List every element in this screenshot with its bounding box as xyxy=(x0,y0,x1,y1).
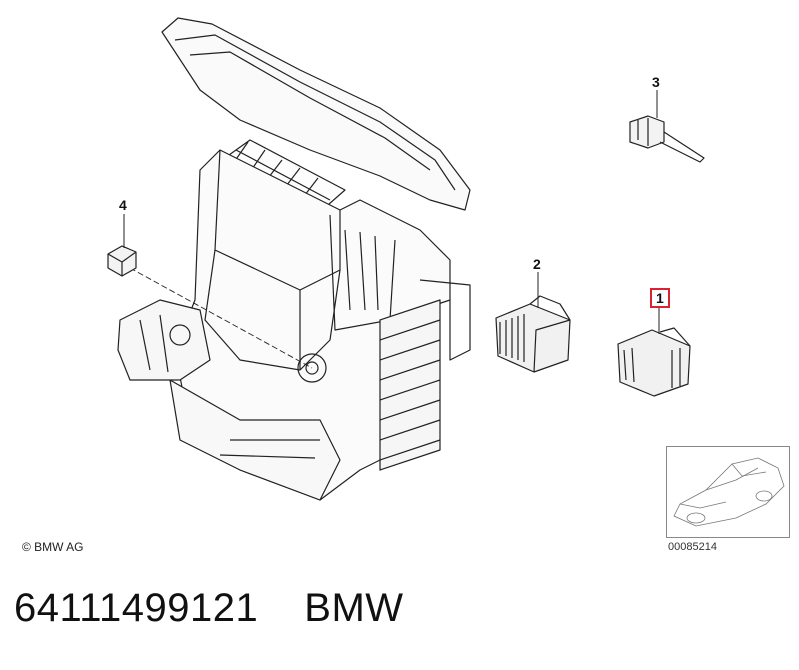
leader-lines xyxy=(129,267,313,369)
part-caption: 64111499121 BMW xyxy=(14,586,404,631)
diagram-reference-number: 00085214 xyxy=(668,541,717,553)
brand-name: BMW xyxy=(304,586,404,630)
part-1-resistor xyxy=(617,327,691,397)
car-icon xyxy=(673,457,785,527)
callout-3: 3 xyxy=(652,74,660,90)
callout-4: 4 xyxy=(119,197,127,213)
copyright-notice: © BMW AG xyxy=(22,540,84,554)
part-3-sensor xyxy=(629,115,705,163)
hvac-housing xyxy=(117,17,471,501)
callout-2: 2 xyxy=(533,256,541,272)
part-number: 64111499121 xyxy=(14,586,259,630)
callout-1-highlighted: 1 xyxy=(650,288,670,308)
parts-diagram xyxy=(107,17,705,501)
part-2-resistor xyxy=(495,295,571,373)
vehicle-thumbnail xyxy=(666,446,790,538)
part-4-connector xyxy=(107,245,137,277)
callout-lines xyxy=(123,90,660,334)
